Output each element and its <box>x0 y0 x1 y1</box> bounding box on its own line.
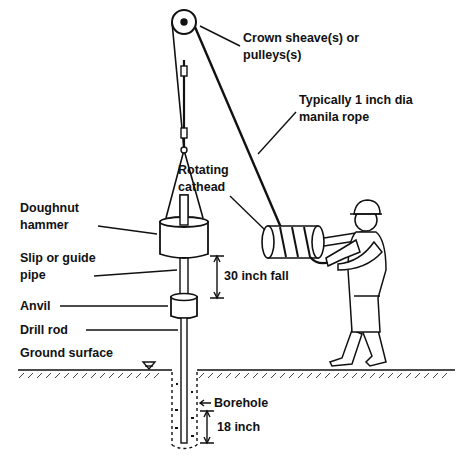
soil-speck <box>175 384 194 436</box>
sheave-axle <box>181 19 187 25</box>
fall-dimension-label: 30 inch fall <box>224 268 294 285</box>
cathead-end <box>262 226 274 258</box>
cathead-end <box>312 226 324 258</box>
operator-arm <box>338 242 382 270</box>
cathead-label: Rotating cathead <box>178 162 258 196</box>
ground-line <box>18 369 455 371</box>
ground-hatch <box>19 373 447 378</box>
leader-line <box>200 400 211 406</box>
leader-line <box>200 26 240 46</box>
anvil-top <box>171 294 197 301</box>
leader-line <box>258 112 296 154</box>
fall-dimension <box>210 256 224 298</box>
borehole <box>172 372 197 445</box>
ground-symbol <box>143 362 155 369</box>
ground-label: Ground surface <box>20 345 150 362</box>
drill-rod-label: Drill rod <box>20 322 110 339</box>
drill-rod <box>181 318 187 443</box>
cathead <box>268 226 318 258</box>
rope-clamp <box>181 128 187 138</box>
operator-leg <box>362 330 386 366</box>
penetration-dimension <box>204 411 210 443</box>
operator-leg <box>330 330 362 366</box>
leader-line <box>98 226 157 234</box>
anvil-label: Anvil <box>20 298 80 315</box>
belt <box>354 295 380 297</box>
penetration-dimension <box>200 411 214 443</box>
guide-pipe <box>180 195 188 225</box>
hard-hat <box>354 200 380 214</box>
ground-symbol <box>145 365 153 366</box>
leader-line <box>86 329 178 330</box>
leader-line <box>94 270 177 276</box>
sheave-label: Crown sheave(s) or pulleys(s) <box>243 30 373 64</box>
leader-line <box>230 196 265 230</box>
leader-line <box>60 305 168 306</box>
borehole <box>172 445 197 449</box>
guide-pipe-label: Slip or guide pipe <box>20 250 100 284</box>
crown-sheave <box>172 10 196 34</box>
hammer-label: Doughnut hammer <box>20 200 100 234</box>
hard-hat-brim <box>350 213 382 215</box>
sling-ring <box>181 147 187 153</box>
borehole-label: Borehole <box>214 395 294 412</box>
fall-dimension <box>214 256 220 298</box>
rope-clamp <box>181 66 187 76</box>
rope-label: Typically 1 inch dia manila rope <box>299 92 439 126</box>
dimension-label: 18 inch <box>217 419 287 436</box>
rope-wrap <box>280 227 310 257</box>
operator <box>326 200 386 366</box>
